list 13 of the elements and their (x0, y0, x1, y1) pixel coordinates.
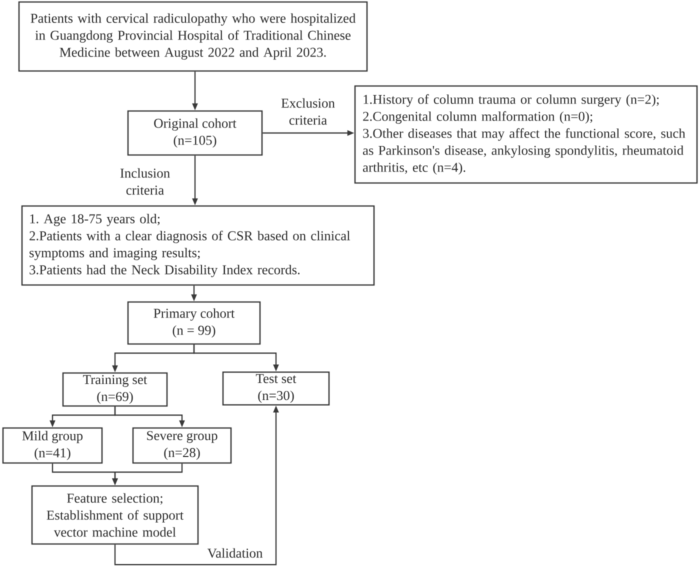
edge-label: Inclusion criteria (113, 167, 177, 196)
process-box: Original cohort (n=105) (127, 110, 263, 156)
process-box: Training set (n=69) (62, 372, 168, 407)
process-box: 1. Age 18-75 years old; 2.Patients with a clear diagnosis of CSR based on clinical symptoms and imaging results; 3.Patients had the Neck Disability Index records. (21, 205, 375, 286)
edge-label: Exclusion criteria (276, 97, 340, 126)
process-box: 1.History of column trauma or column surgery (n=2); 2.Congenital column malformation (n=0); 3.Other diseases that may affect the functional score, such as Parkinson's disease, ankylosing spondylitis, rheumatoid arthritis, etc (n=4). (354, 85, 698, 184)
process-box: Feature selection; Establishment of support vector machine model (31, 485, 199, 545)
process-box: Primary cohort (n = 99) (127, 301, 261, 345)
process-box: Mild group (n=41) (2, 427, 103, 464)
process-box: Patients with cervical radiculopathy who were hospitalized in Guangdong Provincial Hospital of Traditional Chinese Medicine between August 2022 and April 2023. (18, 1, 368, 72)
process-box: Severe group (n=28) (132, 427, 232, 464)
process-box: Test set (n=30) (222, 372, 330, 406)
edge-label: Validation (206, 547, 264, 559)
